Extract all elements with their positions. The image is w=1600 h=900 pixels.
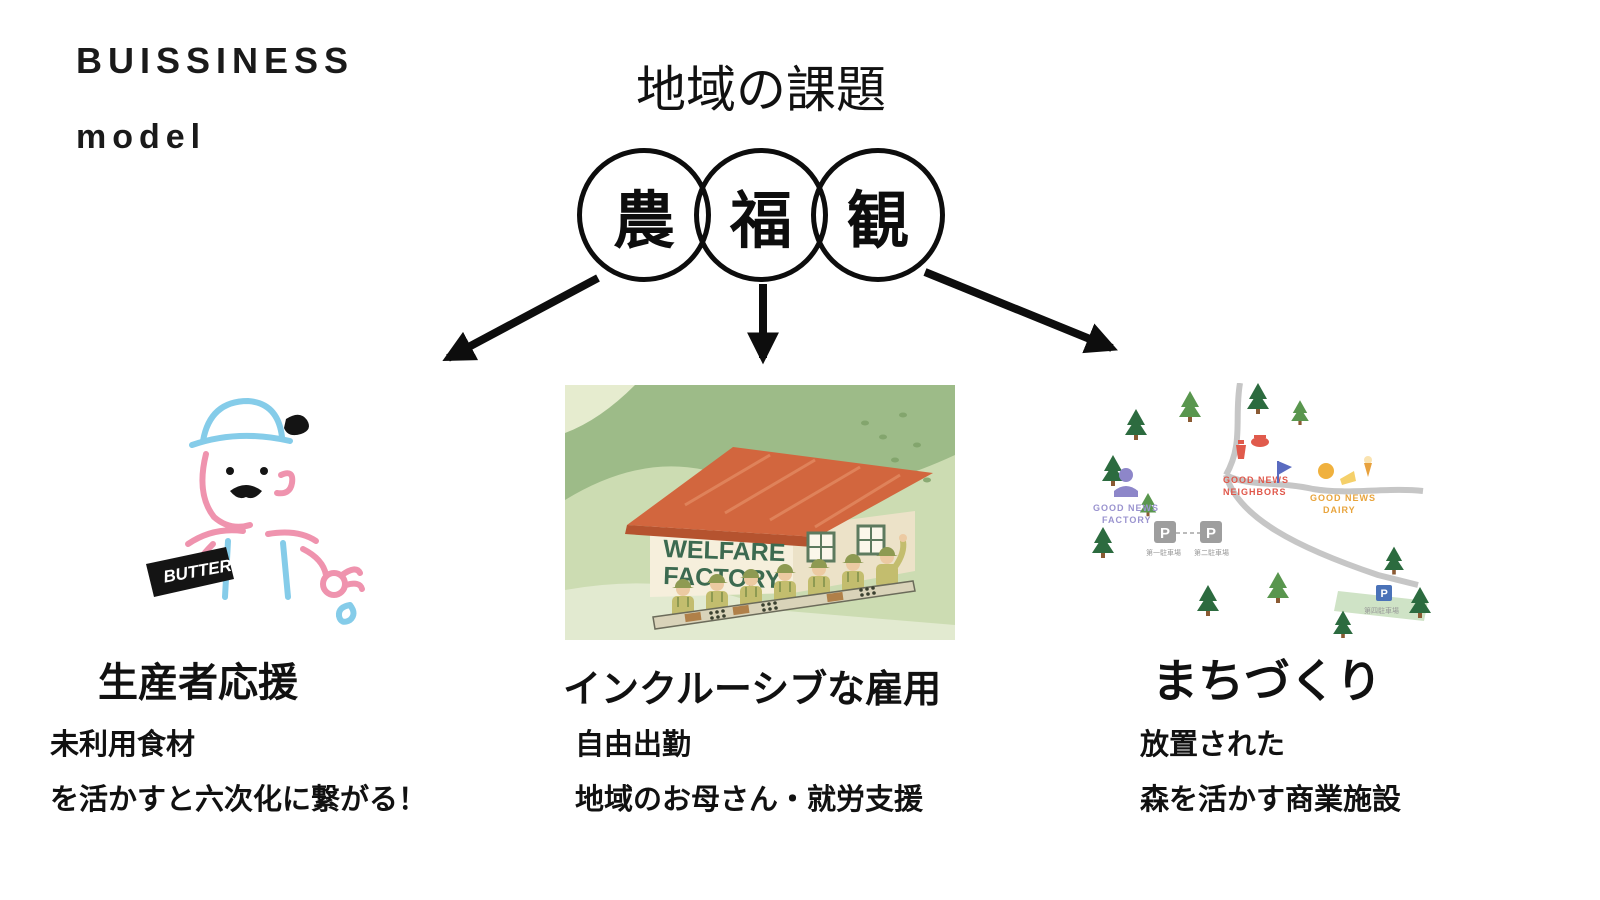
employment-description: 自由出勤 地域のお母さん・就労支援 — [575, 728, 923, 838]
arrow-right-icon — [923, 268, 1118, 354]
map-dairy-label: GOOD NEWS DAIRY — [1310, 456, 1376, 515]
circle-tourism: 観 — [811, 148, 945, 282]
circle-welfare: 福 — [694, 148, 828, 282]
town-map-illustration: GOOD NEWS FACTORY GOOD NEWS NEIGHBORS GO… — [1088, 383, 1436, 638]
employment-title: インクルーシブな雇用 — [563, 669, 942, 711]
arrow-left-icon — [442, 274, 600, 362]
leaf-scatter — [861, 412, 931, 483]
welfare-factory-illustration: WELFARE FACTORY — [565, 385, 955, 640]
parking-p-icon: P — [1206, 525, 1216, 542]
map-neighbors-text-2: NEIGHBORS — [1223, 487, 1287, 497]
face-details — [226, 414, 309, 499]
map-parking-1: P 第一駐車場 — [1146, 521, 1181, 557]
map-roads — [1223, 383, 1424, 588]
producer-description: 未利用食材 を活かすと六次化に繋がる！ — [50, 728, 427, 838]
parking-p-icon: P — [1381, 588, 1388, 600]
parking-2-name: 第二駐車場 — [1194, 548, 1229, 557]
parking-3-name: 第四駐車場 — [1364, 606, 1399, 615]
producer-illustration: BUTTER — [118, 378, 393, 640]
brand-line-1: BUISSINESS — [76, 40, 355, 81]
map-factory-text-1: GOOD NEWS — [1093, 503, 1159, 513]
diagram-heading: 地域の課題 — [636, 62, 886, 118]
map-neighbors-text-1: GOOD NEWS — [1223, 475, 1289, 485]
work-table — [652, 580, 916, 630]
map-flag-icon — [1277, 461, 1292, 483]
map-factory-label: GOOD NEWS FACTORY — [1093, 468, 1159, 525]
town-description: 放置された 森を活かす商業施設 — [1140, 728, 1401, 838]
worker-row — [671, 534, 907, 621]
producer-desc-line-1: 未利用食材 — [50, 729, 196, 761]
circle-agriculture: 農 — [577, 148, 711, 282]
map-neighbors-label: GOOD NEWS NEIGHBORS — [1223, 435, 1289, 497]
brand-line-2: model — [76, 118, 207, 156]
brand-title: BUISSINESS model — [76, 40, 354, 157]
map-dairy-text-1: GOOD NEWS — [1310, 493, 1376, 503]
producer-title: 生産者応援 — [98, 661, 298, 705]
parking-1-name: 第一駐車場 — [1146, 548, 1181, 557]
employment-desc-line-1: 自由出勤 — [575, 729, 692, 761]
parking-p-icon: P — [1160, 525, 1170, 542]
town-title: まちづくり — [1152, 655, 1382, 707]
town-desc-line-2: 森を活かす商業施設 — [1140, 783, 1402, 816]
producer-desc-line-2: を活かすと六次化に繋がる！ — [50, 783, 428, 816]
map-parking-2: P 第二駐車場 — [1194, 521, 1229, 557]
employment-desc-line-2: 地域のお母さん・就労支援 — [575, 783, 924, 816]
map-dairy-text-2: DAIRY — [1323, 505, 1356, 515]
factory-sign-line-1: WELFARE — [663, 535, 786, 567]
map-factory-text-2: FACTORY — [1102, 515, 1152, 525]
town-desc-line-1: 放置された — [1140, 729, 1286, 761]
map-parking-3: P 第四駐車場 — [1364, 585, 1399, 615]
worker-raising-hand — [876, 534, 907, 588]
issue-circles: 農 福 観 — [577, 148, 945, 282]
butter-pack: BUTTER — [146, 547, 234, 597]
